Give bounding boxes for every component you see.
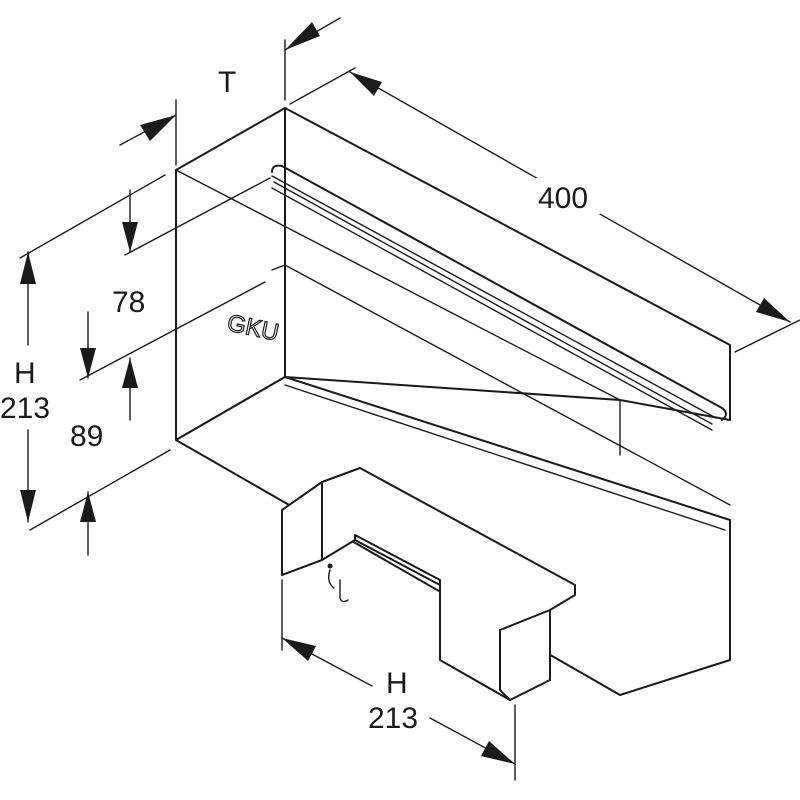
- hl-arrow-top: [20, 252, 36, 284]
- d78-ext-bottom: [79, 281, 266, 381]
- d78-arrow-top: [122, 222, 138, 252]
- rivet-dot: [327, 563, 333, 569]
- dimension-78: 78: [79, 177, 271, 421]
- top-face: [284, 107, 731, 421]
- lip-outer: [271, 164, 727, 421]
- d89-label: 89: [70, 420, 103, 453]
- hl-ext-top: [19, 174, 166, 259]
- hb-arrow-right: [481, 741, 515, 764]
- d89-arrow-bottom: [80, 492, 96, 522]
- t-arrow-right: [285, 22, 320, 50]
- branch-end-top: [499, 609, 551, 681]
- hb-arrow-left: [282, 638, 316, 661]
- branch-end-edge: [499, 629, 511, 701]
- len-ext-end: [734, 319, 800, 353]
- dimension-400: 400: [289, 67, 800, 353]
- t-label: T: [218, 66, 236, 99]
- len-label: 400: [538, 182, 588, 215]
- rolled-lip: [271, 164, 727, 431]
- lip-line-3: [271, 187, 713, 431]
- len-ext-start: [289, 67, 356, 105]
- t-arrow-left: [140, 115, 176, 141]
- hook-detail: [327, 569, 349, 603]
- len-arrow-start: [350, 72, 382, 96]
- housing-body: [175, 107, 731, 696]
- lid-edge: [175, 169, 621, 456]
- lip-line-1: [271, 175, 717, 419]
- branch-top-edge: [359, 467, 576, 586]
- d78-ext-top: [124, 177, 271, 256]
- dimension-h-bottom: H 213: [281, 579, 516, 781]
- hl-label-h: H: [14, 357, 36, 390]
- branch-outlet: [281, 467, 576, 701]
- dimension-t: T: [119, 17, 341, 166]
- lip-line-2: [273, 181, 713, 425]
- hl-label-value: 213: [0, 392, 50, 425]
- hl-arrow-bottom: [20, 490, 36, 522]
- d78-arrow-bottom: [122, 358, 138, 388]
- d89-arrow-top: [80, 348, 96, 378]
- body-edge-inner: [284, 384, 726, 531]
- hb-label-h: H: [386, 667, 408, 700]
- dimension-h-left: H 213: [0, 174, 166, 523]
- body-edge: [284, 376, 731, 521]
- len-arrow-end: [756, 298, 790, 322]
- dimension-89: 89: [29, 311, 171, 556]
- branch-cutout: [354, 534, 441, 661]
- len-label-bg: [530, 178, 600, 214]
- d89-ext-bottom: [29, 449, 171, 531]
- hb-label-value: 213: [368, 702, 418, 735]
- d78-label: 78: [112, 286, 145, 319]
- inner-top-edge: [284, 264, 731, 506]
